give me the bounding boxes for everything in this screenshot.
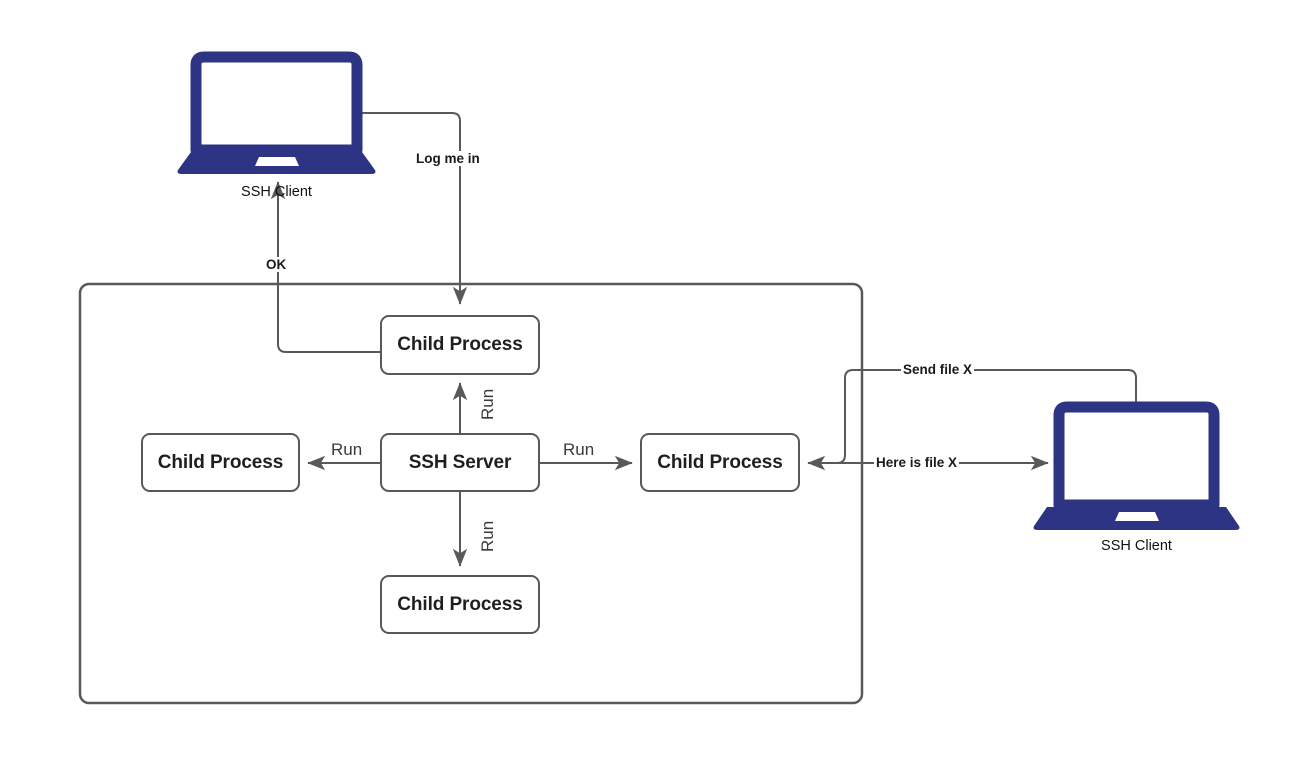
device-caption-ssh-client-top: SSH Client (199, 184, 354, 200)
edge-login-request (355, 112, 468, 305)
edge-label-send-file: Send file X (901, 362, 975, 377)
node-label: Child Process (657, 451, 783, 473)
caption-text: SSH Client (241, 184, 312, 200)
node-label: Child Process (397, 593, 523, 615)
node-ssh-server[interactable]: SSH Server (380, 433, 540, 492)
ssh-server-host-boundary-outline (78, 282, 864, 705)
node-label: Child Process (397, 334, 523, 355)
laptop-icon-ssh-client-right (1033, 401, 1240, 530)
edge-label-here-is-file: Here is file X (874, 455, 960, 470)
edge-label-run-top: Run (478, 386, 497, 422)
edge-login-ok (270, 181, 380, 353)
node-child-process-right[interactable]: Child Process (640, 433, 800, 492)
node-child-process-bottom[interactable]: Child Process (380, 575, 540, 634)
device-caption-ssh-client-right: SSH Client (1059, 538, 1214, 554)
node-label: Child Process (157, 451, 284, 473)
edge-label-run-right: Run (561, 440, 597, 459)
edge-label-login-ok: OK (264, 257, 289, 272)
caption-text: SSH Client (1101, 538, 1172, 554)
edge-label-login-request: Log me in (414, 151, 482, 166)
laptop-icon-ssh-client-top (177, 51, 376, 174)
edge-label-run-bottom: Run (478, 518, 497, 554)
edge-label-run-left: Run (329, 440, 365, 459)
edge-send-file (807, 369, 1137, 471)
node-child-process-top[interactable]: Child Process (380, 315, 540, 375)
node-child-process-left[interactable]: Child Process (141, 433, 300, 492)
node-label: SSH Server (408, 451, 512, 473)
